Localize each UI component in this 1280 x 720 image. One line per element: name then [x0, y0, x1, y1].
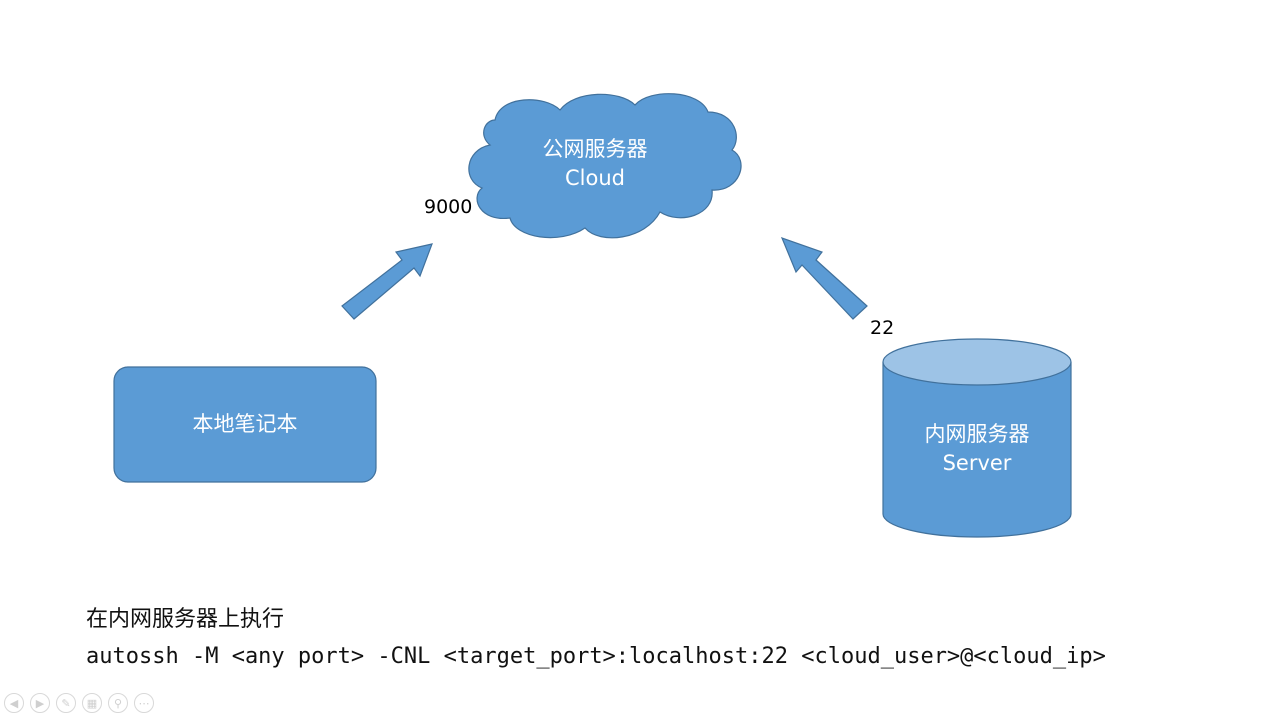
- cloud-label-line1: 公网服务器: [542, 137, 648, 161]
- cloud-shape: [468, 93, 742, 239]
- laptop-box: [113, 366, 377, 483]
- port-label-22: 22: [870, 317, 895, 339]
- arrow-laptop-to-cloud: [341, 243, 433, 320]
- command-text: autossh -M <any port> -CNL <target_port>…: [86, 644, 1106, 669]
- server-cylinder: [882, 338, 1072, 538]
- next-icon[interactable]: ▶: [30, 693, 50, 713]
- port-label-9000: 9000: [424, 196, 473, 218]
- slideshow-toolbar: ◀ ▶ ✎ ▦ ⚲ ⋯: [4, 693, 154, 713]
- cloud-label-line2: Cloud: [565, 166, 625, 190]
- cloud-label: 公网服务器 Cloud: [520, 135, 670, 193]
- server-label-line2: Server: [942, 451, 1012, 475]
- pen-icon[interactable]: ✎: [56, 693, 76, 713]
- arrow-server-to-cloud: [780, 236, 868, 320]
- prev-icon[interactable]: ◀: [4, 693, 24, 713]
- laptop-label: 本地笔记本: [192, 412, 298, 436]
- server-label-line1: 内网服务器: [924, 422, 1030, 446]
- more-icon[interactable]: ⋯: [134, 693, 154, 713]
- slides-icon[interactable]: ▦: [82, 693, 102, 713]
- instruction-caption: 在内网服务器上执行: [86, 607, 285, 632]
- zoom-icon[interactable]: ⚲: [108, 693, 128, 713]
- server-label: 内网服务器 Server: [883, 420, 1071, 478]
